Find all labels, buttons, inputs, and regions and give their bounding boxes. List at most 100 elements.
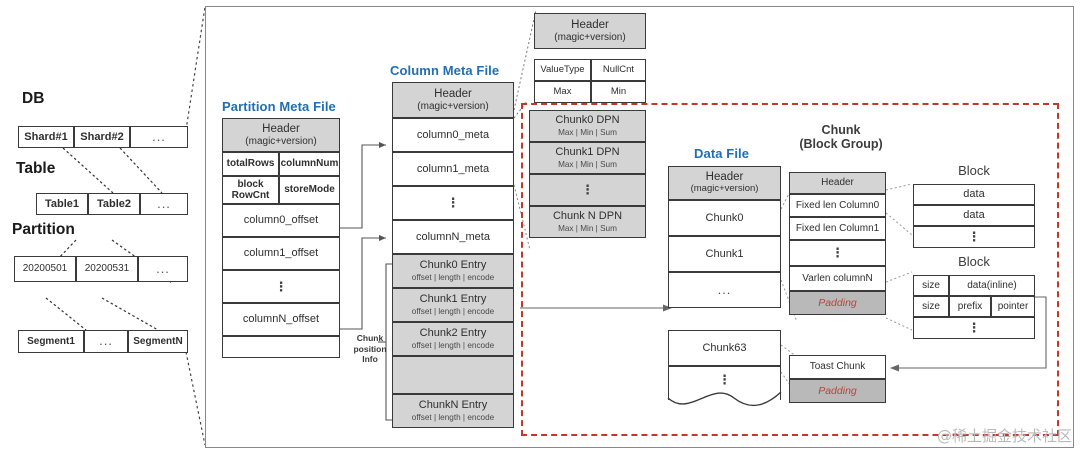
data-file-header: Header (magic+version) xyxy=(668,166,781,200)
chunk0-entry-sub: offset | length | encode xyxy=(411,273,495,283)
partition-field-storemode: storeMode xyxy=(279,176,340,204)
partition-meta-file-title: Partition Meta File xyxy=(222,99,336,114)
partition-offset-ellipsis: ⋮ xyxy=(222,270,340,303)
data-file-header-line2: (magic+version) xyxy=(690,183,759,195)
partition-cell-2[interactable]: 20200531 xyxy=(76,256,138,282)
table-cell-2[interactable]: Table2 xyxy=(88,193,140,215)
chunk0-dpn-sub: Max | Min | Sum xyxy=(558,128,617,138)
toast-chunk: Toast Chunk xyxy=(789,355,886,379)
data-file-chunk-ellipsis: ⋮ xyxy=(668,366,781,400)
chunk1-dpn-label: Chunk1 DPN xyxy=(555,146,620,159)
partition-offset-trailer xyxy=(222,336,340,358)
chunk1-entry-sub: offset | length | encode xyxy=(411,307,495,317)
block-varlen-size-2: size xyxy=(913,296,949,317)
shard-cell-1[interactable]: Shard#1 xyxy=(18,126,74,148)
chunk-position-info-line1: Chunk xyxy=(356,333,384,343)
data-file-title: Data File xyxy=(694,146,750,161)
block-fixed-title: Block xyxy=(958,163,990,178)
column1-meta: column1_meta xyxy=(392,152,514,186)
chunkn-dpn: Chunk N DPN Max | Min | Sum xyxy=(529,206,646,238)
block-varlen-prefix: prefix xyxy=(949,296,991,317)
block-varlen-inline: data(inline) xyxy=(949,275,1035,296)
partition-field-blockrowcnt-line1: block xyxy=(237,178,264,190)
column0-meta: column0_meta xyxy=(392,118,514,152)
block-varlen-ellipsis: ⋮ xyxy=(913,317,1035,339)
chunk-group-fixedlen-0: Fixed len Column0 xyxy=(789,194,886,217)
chunk-dpn-ellipsis: ⋮ xyxy=(529,174,646,206)
detail-max: Max xyxy=(534,81,591,103)
partition-column1-offset: column1_offset xyxy=(222,237,340,270)
block-varlen-pointer: pointer xyxy=(991,296,1035,317)
data-file-chunk0: Chunk0 xyxy=(668,200,781,236)
table-cell-1[interactable]: Table1 xyxy=(36,193,88,215)
partition-column0-offset: column0_offset xyxy=(222,204,340,237)
chunk0-dpn-label: Chunk0 DPN xyxy=(555,114,620,127)
column-meta-detail-header: Header (magic+version) xyxy=(534,13,646,49)
table-cell-more: ... xyxy=(140,193,188,215)
label-partition: Partition xyxy=(12,221,75,238)
block-fixed-data-1: data xyxy=(913,184,1035,205)
chunk-group-fixedlen-1: Fixed len Column1 xyxy=(789,217,886,240)
detail-min: Min xyxy=(591,81,646,103)
column-meta-header-line1: Header xyxy=(434,87,472,100)
shard-cell-more: ... xyxy=(130,126,188,148)
column-meta-file-title: Column Meta File xyxy=(390,63,500,78)
shard-cell-2[interactable]: Shard#2 xyxy=(74,126,130,148)
toast-chunk-padding: Padding xyxy=(789,379,886,403)
chunkn-entry-label: ChunkN Entry xyxy=(418,399,488,412)
segment-cell-n[interactable]: SegmentN xyxy=(128,330,188,353)
label-table: Table xyxy=(16,160,56,177)
columnn-meta: columnN_meta xyxy=(392,220,514,254)
data-file-chunk63: Chunk63 xyxy=(668,330,781,366)
column-meta-detail-header-line1: Header xyxy=(571,18,609,31)
chunk-position-info-line3: Info xyxy=(362,354,378,365)
block-varlen-size-1: size xyxy=(913,275,949,296)
block-fixed-ellipsis: ⋮ xyxy=(913,226,1035,248)
chunk-position-info-line2: position xyxy=(353,343,387,354)
segment-cell-more: ... xyxy=(84,330,128,353)
chunk-group-ellipsis: ⋮ xyxy=(789,240,886,266)
chunk-position-info-label: Chunk position Info xyxy=(344,333,396,365)
chunk-block-group-title: Chunk (Block Group) xyxy=(796,123,886,151)
chunk0-dpn: Chunk0 DPN Max | Min | Sum xyxy=(529,110,646,142)
chunk-group-header: Header xyxy=(789,172,886,194)
chunkn-entry-sub: offset | length | encode xyxy=(411,413,495,423)
chunk0-entry-label: Chunk0 Entry xyxy=(419,259,487,272)
chunk0-entry: Chunk0 Entry offset | length | encode xyxy=(392,254,514,288)
chunkn-entry: ChunkN Entry offset | length | encode xyxy=(392,394,514,428)
data-file-chunk-more: ... xyxy=(668,272,781,308)
partition-field-totalrows: totalRows xyxy=(222,152,279,176)
chunk-entry-gap xyxy=(392,356,514,394)
column-meta-detail-header-line2: (magic+version) xyxy=(554,31,626,43)
partition-cell-1[interactable]: 20200501 xyxy=(14,256,76,282)
chunk2-entry-sub: offset | length | encode xyxy=(411,341,495,351)
partition-cell-more: ... xyxy=(138,256,188,282)
chunk1-dpn: Chunk1 DPN Max | Min | Sum xyxy=(529,142,646,174)
chunk1-dpn-sub: Max | Min | Sum xyxy=(558,160,617,170)
column-meta-ellipsis: ⋮ xyxy=(392,186,514,220)
segment-cell-1[interactable]: Segment1 xyxy=(18,330,84,353)
partition-field-blockrowcnt: block RowCnt xyxy=(222,176,279,204)
chunk2-entry-label: Chunk2 Entry xyxy=(419,327,487,340)
chunkn-dpn-label: Chunk N DPN xyxy=(552,210,623,223)
chunk-block-group-title-line1: Chunk xyxy=(821,123,861,137)
chunk2-entry: Chunk2 Entry offset | length | encode xyxy=(392,322,514,356)
chunk-group-padding: Padding xyxy=(789,291,886,315)
detail-valuetype: ValueType xyxy=(534,59,591,81)
chunk-block-group-title-line2: (Block Group) xyxy=(799,137,883,151)
data-file-header-line1: Header xyxy=(705,170,744,183)
data-file-chunk1: Chunk1 xyxy=(668,236,781,272)
partition-meta-header: Header (magic+version) xyxy=(222,118,340,152)
column-meta-header-line2: (magic+version) xyxy=(417,100,489,112)
label-db: DB xyxy=(22,90,45,107)
chunk1-entry: Chunk1 Entry offset | length | encode xyxy=(392,288,514,322)
chunk1-entry-label: Chunk1 Entry xyxy=(419,293,487,306)
partition-field-blockrowcnt-line2: RowCnt xyxy=(231,190,270,201)
block-fixed-data-2: data xyxy=(913,205,1035,226)
column-meta-header: Header (magic+version) xyxy=(392,82,514,118)
partition-meta-header-line2: (magic+version) xyxy=(245,135,317,147)
watermark: @稀土掘金技术社区 xyxy=(936,427,1072,445)
detail-nullcnt: NullCnt xyxy=(591,59,646,81)
partition-meta-header-line1: Header xyxy=(262,122,300,135)
partition-field-columnnum: columnNum xyxy=(279,152,340,176)
